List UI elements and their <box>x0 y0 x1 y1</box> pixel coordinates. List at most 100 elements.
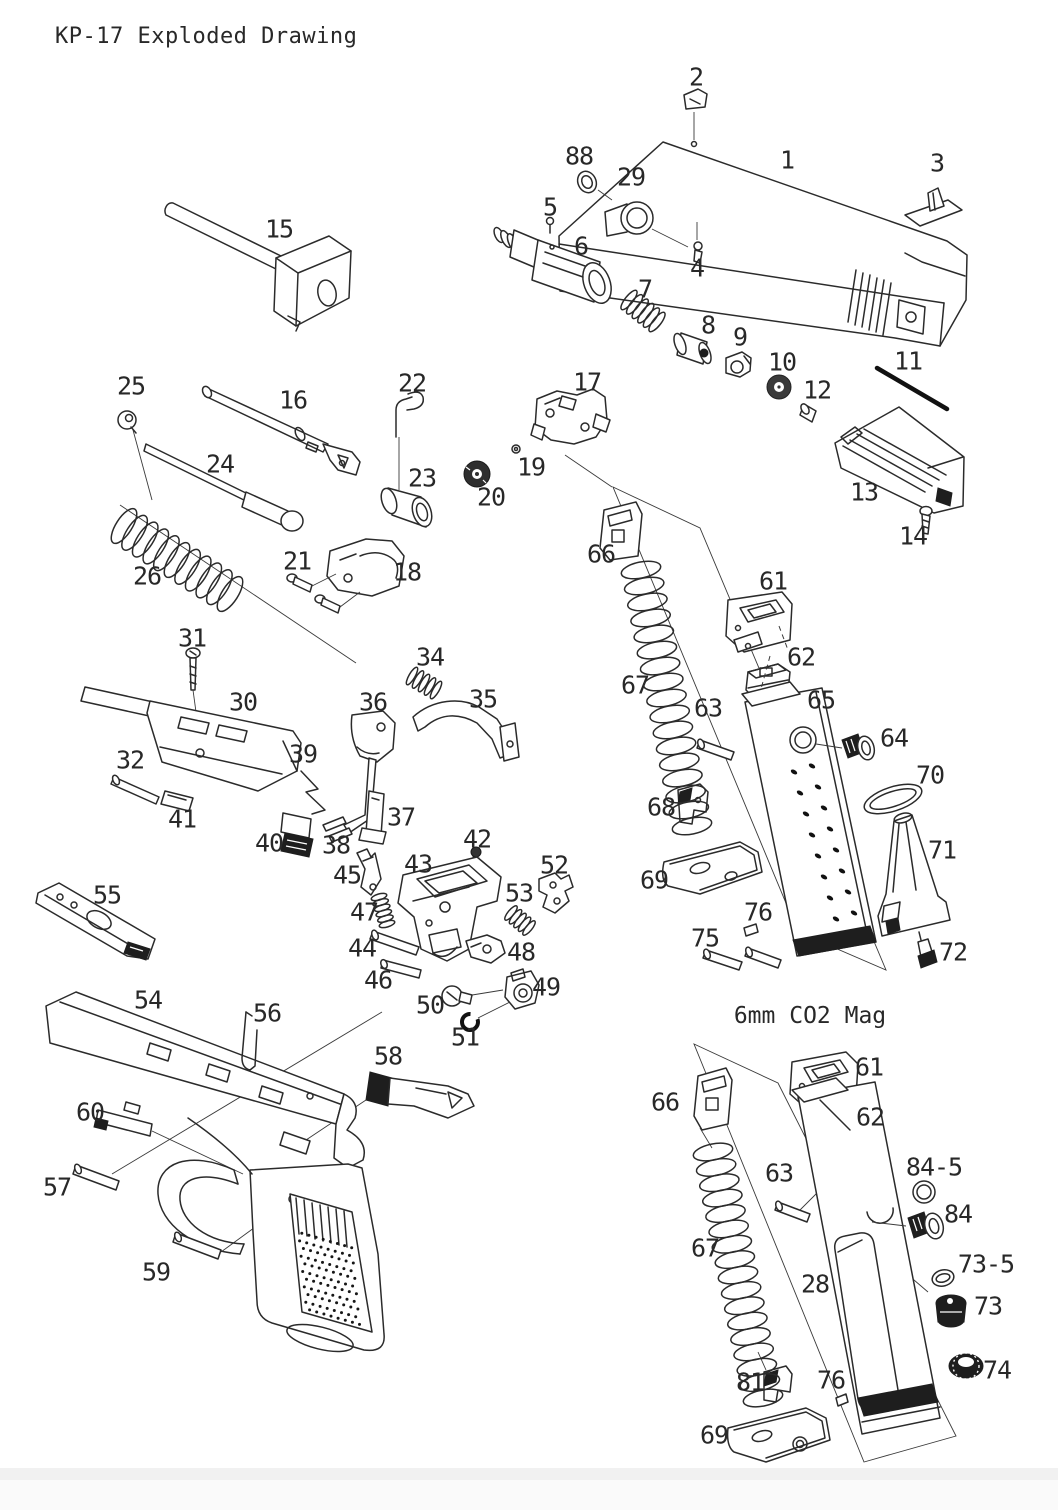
part-35-trigger-bar <box>412 700 520 762</box>
part-label-65: 65 <box>807 686 835 715</box>
grip-stipple-dot <box>313 1258 317 1262</box>
part-label-23: 23 <box>408 464 436 493</box>
part-52-sear <box>538 872 574 914</box>
page-title: KP-17 Exploded Drawing <box>55 24 357 49</box>
part-41-plate <box>160 790 194 812</box>
part-label-88-b: 88 <box>565 142 593 171</box>
part-2-rear-sight-insert <box>683 88 708 140</box>
grip-stipple-dot <box>338 1295 342 1299</box>
grip-stipple-dot <box>322 1312 326 1316</box>
part-label-39: 39 <box>289 740 317 769</box>
part-label-31: 31 <box>178 624 206 653</box>
bb-witness-dots <box>790 763 858 922</box>
part-label-71: 71 <box>928 836 956 865</box>
grip-stipple-dot <box>343 1318 347 1322</box>
part-label-56: 56 <box>253 999 281 1028</box>
part-label-20: 20 <box>477 483 505 512</box>
part-84-5-o-ring <box>912 1180 936 1204</box>
part-20-knurled-nut <box>463 460 491 488</box>
grip-stipple-dot <box>309 1287 313 1291</box>
grip-stipple-dot <box>343 1244 347 1248</box>
part-57-pin <box>72 1163 120 1191</box>
grip-stipple-dot <box>302 1285 306 1289</box>
grip-stipple-dot <box>358 1322 361 1326</box>
part-76-pin <box>743 923 759 937</box>
spring-coil <box>405 666 419 686</box>
part-61-feed-block <box>725 591 793 653</box>
grip-stipple-dot <box>335 1242 339 1245</box>
part-label-73-5-b: 73-5 <box>958 1250 1014 1279</box>
spring-coil <box>522 920 536 936</box>
part-label-17: 17 <box>573 368 601 397</box>
spring-coil <box>620 289 638 311</box>
part-50-knob <box>441 985 473 1007</box>
part-3-front-sight <box>904 187 963 227</box>
grip-stipple-dot <box>328 1263 332 1266</box>
part-label-40: 40 <box>255 829 283 858</box>
part-45-hammer-strut <box>356 848 382 896</box>
part-56-spring-wire <box>241 1011 258 1071</box>
part-59-pin <box>172 1231 222 1260</box>
grip-stipple-dot <box>333 1286 337 1289</box>
part-4-screw <box>693 241 703 264</box>
part-label-16: 16 <box>279 386 307 415</box>
part-label-5: 5 <box>543 193 557 222</box>
part-43-hammer-housing <box>397 856 502 962</box>
part-label-37: 37 <box>387 803 415 832</box>
spring-coil <box>152 535 180 572</box>
grip-stipple-dot <box>336 1316 340 1320</box>
grip-stipple-dot <box>298 1239 302 1243</box>
part-label-36: 36 <box>359 688 387 717</box>
part-60-takedown-lever <box>93 1101 153 1137</box>
part-label-62: 62 <box>787 643 815 672</box>
grip-stipple-dot <box>314 1235 318 1239</box>
spring-coil <box>184 555 212 592</box>
part-6-loading-nozzle <box>493 226 612 304</box>
part-29-nozzle-collar <box>597 189 689 248</box>
part-label-25: 25 <box>117 372 145 401</box>
part-49-hammer-assembly <box>504 968 540 1010</box>
part-label-63-b: 63 <box>765 1159 793 1188</box>
grip-stipple-dot <box>327 1299 331 1303</box>
grip-stipple-dot <box>323 1253 327 1257</box>
grip-stipple-dot <box>345 1297 349 1301</box>
grip-stipple-dot <box>321 1260 324 1264</box>
grip-stipple-dot <box>306 1256 310 1260</box>
part-label-81-b: 81 <box>736 1368 764 1397</box>
part-19-small-ring <box>511 444 521 454</box>
part-label-11: 11 <box>894 347 922 376</box>
part-label-66: 66 <box>587 540 615 569</box>
spring-coil <box>131 521 159 558</box>
part-label-9: 9 <box>733 323 747 352</box>
spring-coil <box>163 541 191 579</box>
grip-stipple-dot <box>324 1291 328 1295</box>
part-label-74-b: 74 <box>983 1356 1011 1385</box>
part-label-12: 12 <box>803 376 831 405</box>
part-label-2: 2 <box>689 63 703 92</box>
part-label-70: 70 <box>916 761 944 790</box>
part-74-knurled-nut <box>948 1352 984 1380</box>
spring-coil <box>429 680 443 700</box>
grip-stipple-dot <box>337 1257 341 1261</box>
part-label-44: 44 <box>348 934 376 963</box>
grip-stipple-dot <box>353 1276 357 1280</box>
spring-coil <box>671 816 713 836</box>
part-75-pins <box>702 946 782 971</box>
grip-stipple-dot <box>347 1290 351 1294</box>
part-16-inner-barrel <box>201 385 361 476</box>
spring-coil <box>110 507 138 545</box>
grip-stipple-dot <box>315 1310 319 1314</box>
part-label-55: 55 <box>93 881 121 910</box>
part-69-baseplate <box>661 841 763 895</box>
part-46-pin <box>380 958 422 979</box>
grip-stipple-dot <box>318 1304 322 1308</box>
part-label-4: 4 <box>690 254 704 283</box>
part-72-valve-screw <box>917 931 938 969</box>
part-28-co2-mag-body <box>791 1077 941 1435</box>
part-38-pins <box>322 816 353 843</box>
part-label-18: 18 <box>393 558 421 587</box>
part-label-19: 19 <box>517 453 545 482</box>
part-40-mag-catch <box>280 812 314 858</box>
